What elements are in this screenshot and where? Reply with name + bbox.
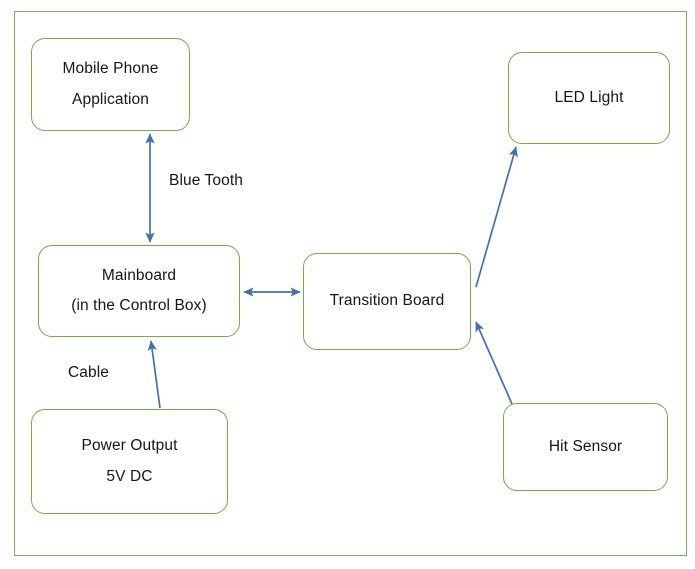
- node-label-line: Hit Sensor: [548, 437, 623, 455]
- edge-label-bluetooth: Blue Tooth: [169, 172, 243, 189]
- node-transition-board[interactable]: Transition Board: [303, 253, 471, 350]
- node-power-output[interactable]: Power Output 5V DC: [31, 409, 228, 514]
- node-led-light[interactable]: LED Light: [508, 52, 670, 144]
- node-label-line: Transition Board: [329, 292, 445, 310]
- node-label-line: Application: [72, 90, 149, 108]
- node-label-line: Mainboard: [101, 266, 177, 284]
- diagram-outer-frame: [14, 11, 687, 556]
- node-hit-sensor[interactable]: Hit Sensor: [503, 403, 668, 491]
- node-mainboard[interactable]: Mainboard (in the Control Box): [38, 245, 240, 337]
- edge-label-cable: Cable: [68, 364, 109, 381]
- node-mobile-phone-application[interactable]: Mobile Phone Application: [31, 38, 190, 131]
- node-label-line: LED Light: [554, 88, 624, 106]
- node-label-line: Power Output: [81, 437, 178, 455]
- node-label-line: 5V DC: [106, 467, 153, 485]
- node-label-line: (in the Control Box): [71, 297, 207, 314]
- node-label-line: Mobile Phone: [62, 60, 159, 78]
